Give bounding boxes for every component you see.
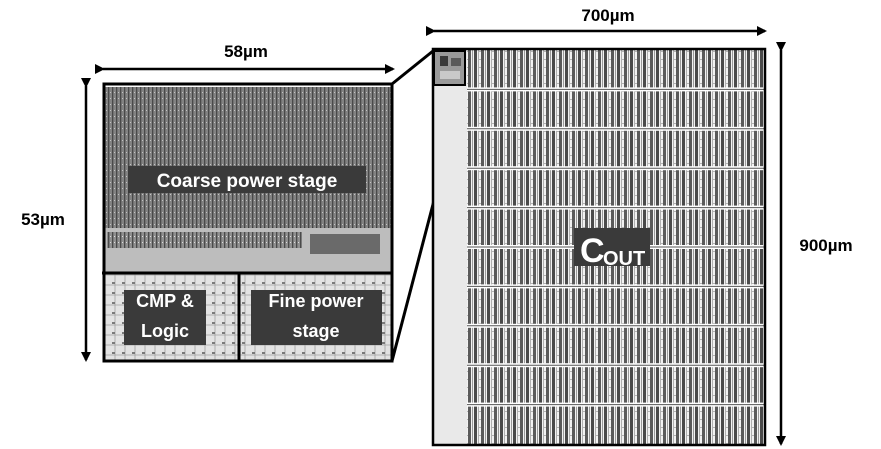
svg-text:OUT: OUT	[603, 248, 645, 270]
svg-text:Logic: Logic	[141, 321, 189, 341]
svg-text:Coarse power stage: Coarse power stage	[157, 171, 338, 192]
left-height-dimension: 53µm	[21, 78, 91, 362]
right-height-dimension: 900µm	[776, 42, 853, 446]
cout-label: C OUT	[574, 228, 650, 270]
svg-text:CMP &: CMP &	[136, 291, 194, 311]
svg-text:C: C	[580, 232, 605, 270]
cmp-logic-label: CMP & Logic	[124, 290, 206, 345]
coarse-power-stage-label: Coarse power stage	[128, 166, 366, 193]
zoomed-layout: Coarse power stage CMP & Logic Fine powe…	[102, 82, 394, 363]
svg-text:900µm: 900µm	[799, 236, 852, 255]
svg-text:stage: stage	[292, 321, 339, 341]
svg-text:700µm: 700µm	[581, 6, 634, 25]
fine-power-stage-label: Fine power stage	[251, 290, 382, 345]
left-width-dimension: 58µm	[95, 42, 395, 74]
core-block-inset	[433, 50, 466, 86]
right-width-dimension: 700µm	[426, 6, 767, 36]
svg-text:58µm: 58µm	[224, 42, 268, 61]
svg-text:53µm: 53µm	[21, 210, 65, 229]
svg-text:Fine power: Fine power	[268, 291, 363, 311]
full-chip-layout: C OUT	[431, 47, 767, 447]
